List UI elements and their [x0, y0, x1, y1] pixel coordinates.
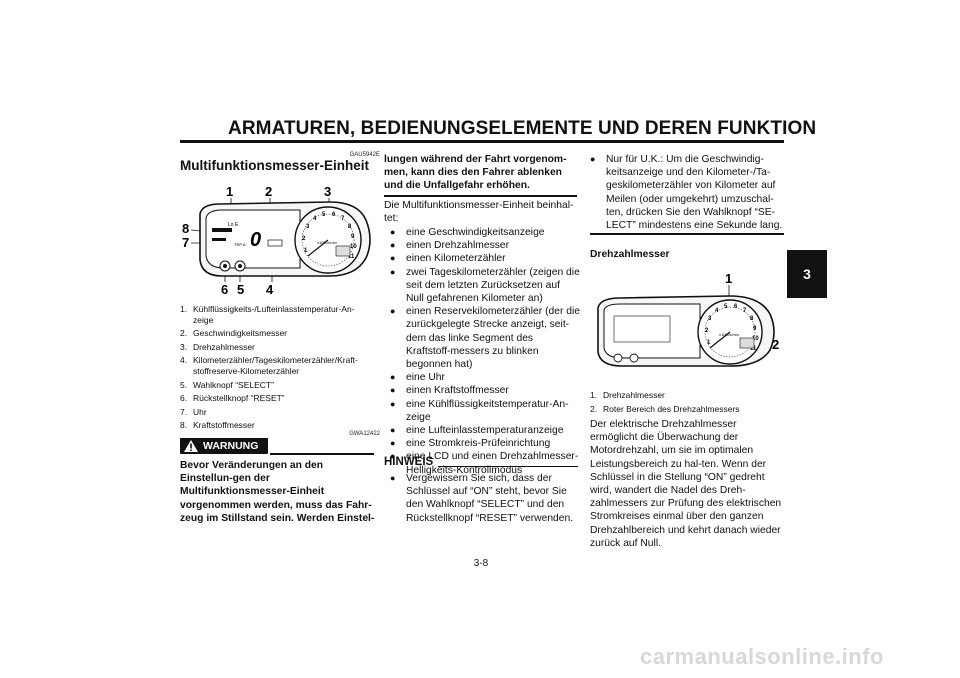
bullet-icon: ●	[390, 451, 396, 462]
bullet-icon: ●	[390, 473, 396, 483]
svg-text:8: 8	[750, 316, 754, 322]
hinweis-rule	[438, 466, 578, 467]
svg-text:3: 3	[708, 316, 712, 322]
uk-note-item: ●Nur für U.K.: Um die Geschwindig-keitsa…	[590, 154, 783, 232]
bullet-icon: ●	[390, 240, 396, 251]
caption-item: 1.Kühlflüssigkeits-/Lufteinlasstemperatu…	[180, 304, 355, 325]
svg-text:5: 5	[322, 212, 326, 218]
section-title: Multifunktionsmesser-Einheit	[180, 158, 370, 173]
bullet-icon: ●	[390, 266, 396, 277]
warning-code: GWA12422	[349, 431, 380, 437]
tachometer-section-title: Drehzahlmesser	[590, 249, 670, 260]
left-figure-captions: 1.Kühlflüssigkeits-/Lufteinlasstemperatu…	[180, 304, 370, 431]
list-item: ●einen Drehzahlmesser	[390, 240, 510, 252]
svg-text:11: 11	[348, 254, 355, 260]
svg-text:0: 0	[250, 229, 261, 251]
list-item: ●eine Stromkreis-Prüfeinrichtung	[390, 438, 551, 450]
callout-2: 2	[772, 337, 779, 352]
list-item: ●eine Uhr	[390, 372, 445, 384]
caption-item: 5.Wahlknopf “SELECT”	[180, 379, 274, 390]
list-item: ●zwei Tageskilometerzähler (zeigen die s…	[390, 266, 580, 305]
page-number: 3-8	[473, 558, 489, 569]
svg-text:10: 10	[752, 336, 759, 342]
svg-text:11: 11	[750, 346, 757, 352]
warning-text: Bevor Veränderungen an den Einstellun-ge…	[180, 460, 375, 524]
caption-item: 8.Kraftstoffmesser	[180, 420, 255, 431]
uk-note-rule	[590, 233, 784, 235]
page-header-title: ARMATUREN, BEDIENUNGSELEMENTE UND DEREN …	[228, 118, 817, 139]
svg-text:6: 6	[734, 304, 738, 310]
list-item: ●einen Kraftstoffmesser	[390, 385, 509, 397]
list-item: ●eine LCD und einen Drehzahlmesser-Helli…	[390, 451, 579, 476]
callout-5: 5	[237, 282, 244, 297]
warning-label: WARNUNG	[203, 440, 259, 452]
caption-item: 1.Drehzahlmesser	[590, 390, 665, 400]
svg-text:4: 4	[715, 308, 719, 314]
caption-item: 3.Drehzahlmesser	[180, 341, 255, 352]
feature-list: ●eine Geschwindigkeitsanzeige ●einen Dre…	[390, 226, 580, 477]
svg-text:5: 5	[724, 304, 728, 310]
bullet-icon: ●	[390, 227, 396, 237]
callout-1: 1	[226, 184, 233, 199]
right-figure-captions: 1.Drehzahlmesser 2.Roter Bereich des Dre…	[590, 390, 786, 414]
svg-text:1: 1	[304, 248, 308, 254]
svg-text:7: 7	[341, 216, 345, 222]
caption-item: 4.Kilometerzähler/Tageskilometerzähler/K…	[180, 355, 358, 376]
bullet-icon: ●	[390, 385, 396, 396]
callout-8: 8	[182, 221, 189, 236]
caption-item: 2.Geschwindigkeitsmesser	[180, 328, 288, 339]
bullet-icon: ●	[390, 398, 396, 409]
callout-4: 4	[266, 282, 274, 297]
svg-text:3: 3	[306, 224, 310, 230]
warning-badge: WARNUNG	[180, 438, 268, 454]
bullet-icon: ●	[390, 372, 396, 383]
svg-text:x1000r/min: x1000r/min	[719, 332, 739, 337]
caption-item: 2.Roter Bereich des Drehzahlmessers	[590, 403, 740, 414]
warning-rule	[270, 453, 374, 455]
svg-text:6: 6	[332, 212, 336, 218]
list-item: ●eine Lufteinlasstemperaturanzeige	[390, 425, 564, 437]
svg-text:7: 7	[743, 308, 747, 314]
caption-item: 7.Uhr	[180, 406, 207, 417]
callout-1: 1	[725, 271, 732, 286]
callout-7: 7	[182, 235, 189, 250]
list-item: ●einen Reservekilometerzähler (der die z…	[390, 306, 580, 371]
chapter-tab[interactable]: 3	[787, 250, 827, 298]
svg-text:x1000r/min: x1000r/min	[317, 240, 337, 245]
warning-text-continued: lungen während der Fahrt vorgenom-men, k…	[384, 154, 567, 192]
callout-6: 6	[221, 282, 228, 297]
svg-text:9: 9	[351, 234, 355, 240]
bullet-icon: ●	[590, 154, 596, 164]
watermark: carmanualsonline.info	[640, 644, 884, 669]
svg-text:9: 9	[753, 326, 757, 332]
svg-text:Lo E: Lo E	[228, 222, 239, 228]
header-rule	[180, 140, 784, 143]
bullet-icon: ●	[390, 438, 396, 449]
tachometer-description: Der elektrische Drehzahlmesser ermöglich…	[590, 419, 782, 549]
svg-text:4: 4	[313, 216, 317, 222]
hinweis-label: HINWEIS	[384, 456, 434, 468]
intro-text: Die Multifunktionsmesser-Einheit beinhal…	[384, 200, 574, 225]
svg-text:1: 1	[707, 340, 711, 346]
svg-text:8: 8	[348, 224, 352, 230]
hinweis-item: ●Vergewissern Sie sich, dass der Schlüss…	[390, 473, 574, 524]
section-code: GAU5942E	[349, 152, 380, 158]
callout-2: 2	[265, 184, 272, 199]
warning-end-rule	[384, 195, 577, 197]
svg-text:2: 2	[302, 236, 306, 242]
bullet-icon: ●	[390, 425, 396, 436]
list-item: ●einen Kilometerzähler	[390, 253, 506, 265]
svg-text:10: 10	[350, 244, 357, 250]
svg-text:TRP A: TRP A	[234, 242, 246, 247]
bullet-icon: ●	[390, 253, 396, 264]
list-item: ●eine Kühlflüssigkeitstemperatur-An-zeig…	[390, 398, 569, 423]
list-item: ●eine Geschwindigkeitsanzeige	[390, 227, 545, 238]
bullet-icon: ●	[390, 306, 396, 317]
caption-item: 6.Rückstellknopf “RESET”	[180, 393, 285, 404]
warning-triangle-icon	[184, 440, 198, 452]
callout-3: 3	[324, 184, 331, 199]
svg-text:2: 2	[705, 328, 709, 334]
